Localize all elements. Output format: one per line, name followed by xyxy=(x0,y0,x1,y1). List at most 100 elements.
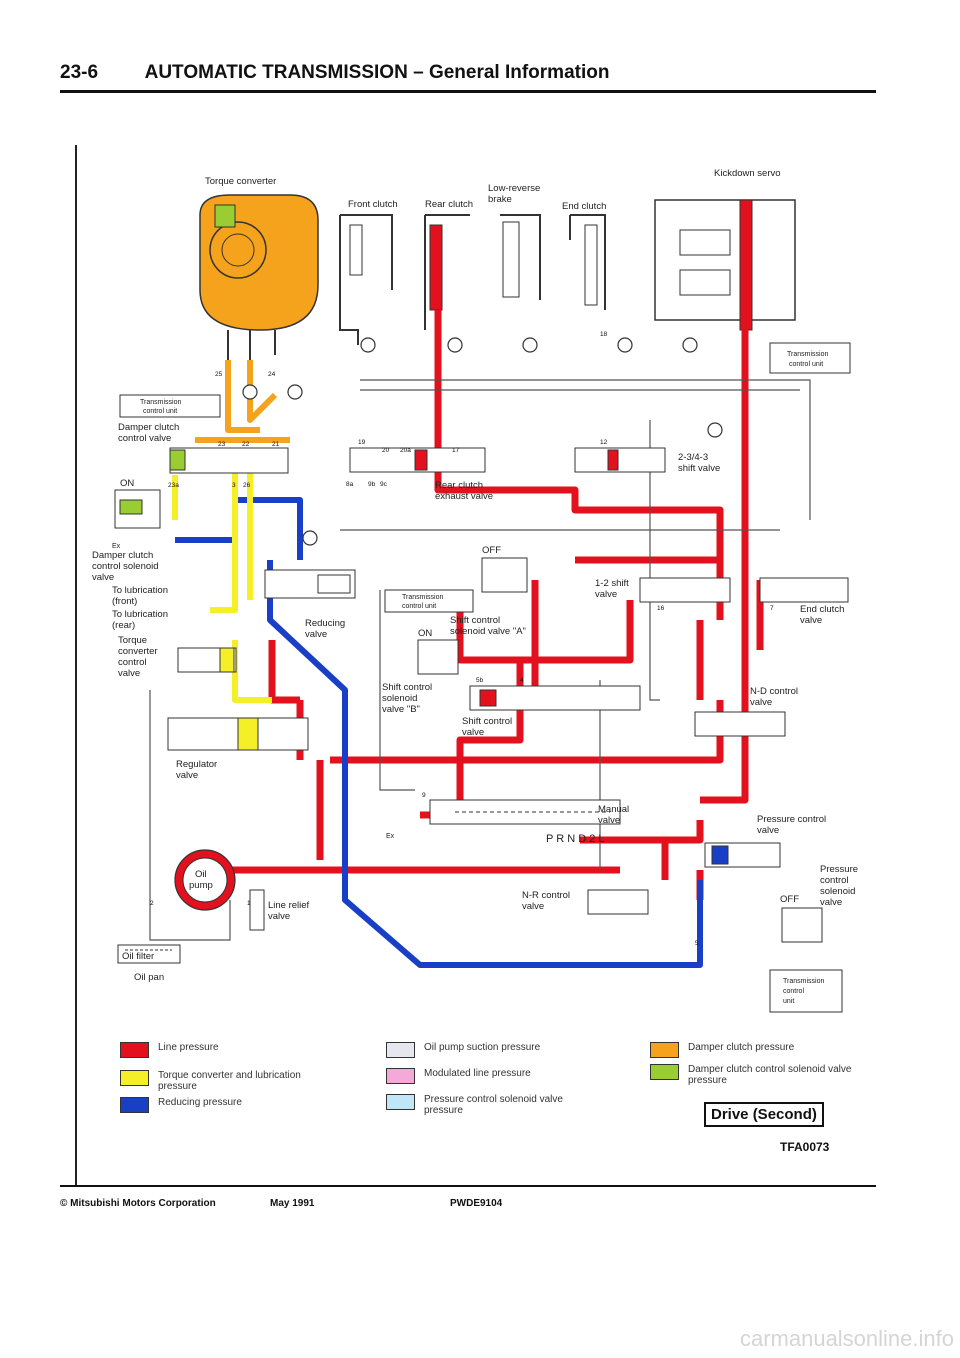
label-front-clutch: Front clutch xyxy=(348,199,398,210)
label-tcu-shift-2: control unit xyxy=(402,603,436,610)
rear-clutch xyxy=(424,214,470,330)
label-tc-valve: Torque xyxy=(118,635,147,646)
label-solenoid-b: Shift control xyxy=(382,682,432,693)
oil-filter xyxy=(117,944,181,964)
n-d-control-valve xyxy=(694,711,786,737)
shift-control-solenoid-a xyxy=(481,557,528,593)
legend-swatch xyxy=(386,1094,415,1110)
label-low-reverse-brake-2: brake xyxy=(488,194,512,205)
suction-outline-channels xyxy=(149,379,811,941)
legend-swatch xyxy=(386,1068,415,1084)
legend-text: Reducing pressure xyxy=(158,1097,242,1108)
label-kickdown-servo: Kickdown servo xyxy=(714,168,781,179)
page-header: 23-6 AUTOMATIC TRANSMISSION – General In… xyxy=(60,62,609,84)
port-number-4: 4 xyxy=(520,677,524,684)
label-lub-rear-2: (rear) xyxy=(112,620,135,631)
label-rear-clutch: Rear clutch xyxy=(425,199,473,210)
port-number-8a: 8a xyxy=(346,481,354,488)
label-tc-valve-4: valve xyxy=(118,668,140,679)
label-lub-front-2: (front) xyxy=(112,596,137,607)
pressure-control-valve xyxy=(704,842,781,868)
label-shift-1-2-2: valve xyxy=(595,589,617,600)
label-oil-filter: Oil filter xyxy=(122,951,154,962)
port-number-18: 18 xyxy=(600,331,608,338)
legend-text: Torque converter and lubrication pressur… xyxy=(158,1070,301,1092)
label-damper-solenoid: Damper clutch xyxy=(92,550,153,561)
port-number-20a: 20a xyxy=(400,447,411,454)
label-end-clutch-valve: End clutch xyxy=(800,604,844,615)
label-manual-valve-2: valve xyxy=(598,815,620,826)
port-number-9c: 9c xyxy=(380,481,388,488)
label-solenoid-b-3: valve "B" xyxy=(382,704,420,715)
label-reducing-valve-2: valve xyxy=(305,629,327,640)
label-end-clutch-valve-2: valve xyxy=(800,615,822,626)
label-n-r-control: N-R control xyxy=(522,890,570,901)
label-solenoid-a: Shift control xyxy=(450,615,500,626)
label-regulator: Regulator xyxy=(176,759,217,770)
label-lub-front: To lubrication xyxy=(112,585,168,596)
label-solenoid-a-2: solenoid valve "A" xyxy=(450,626,526,637)
label-on-shift: ON xyxy=(418,628,432,639)
label-tcu-servo-2: control unit xyxy=(789,361,823,368)
pressure-control-solenoid xyxy=(781,907,823,943)
tcu-box-shift xyxy=(384,589,474,613)
damper-clutch-circuit xyxy=(195,360,290,443)
figure-code: TFA0073 xyxy=(780,1140,830,1154)
damper-clutch-solenoid xyxy=(114,489,161,529)
port-number-5b: 5b xyxy=(476,677,484,684)
label-damper-clutch-valve: Damper clutch xyxy=(118,422,179,433)
port-number-23: 23 xyxy=(218,441,226,448)
torque-converter xyxy=(199,194,319,360)
legend-text: Modulated line pressure xyxy=(424,1068,531,1079)
port-number-16: 16 xyxy=(657,605,665,612)
title-separator: – xyxy=(413,62,424,83)
label-pcs: Pressure xyxy=(820,864,858,875)
label-tcu-pressure: Transmission xyxy=(783,978,824,985)
footer-date: May 1991 xyxy=(270,1198,315,1209)
port-number-9: 9 xyxy=(422,792,426,799)
label-tcu-pressure-2: control xyxy=(783,988,804,995)
label-tcu-damper-2: control unit xyxy=(143,408,177,415)
tcu-box-damper xyxy=(119,394,221,418)
end-clutch-valve xyxy=(759,577,849,603)
label-off-shift: OFF xyxy=(482,545,501,556)
label-low-reverse-brake: Low-reverse xyxy=(488,183,540,194)
port-number-3: 3 xyxy=(232,482,236,489)
tcu-box-pressure xyxy=(769,969,843,1013)
label-on-damper: ON xyxy=(120,478,134,489)
regulator-valve xyxy=(167,717,309,751)
tcu-box-servo xyxy=(769,342,851,374)
torque-converter-control-valve xyxy=(177,647,237,673)
label-pressure-control-valve: Pressure control xyxy=(757,814,826,825)
oil-pump xyxy=(174,849,236,911)
legend-swatch xyxy=(650,1064,679,1080)
legend-swatch xyxy=(650,1042,679,1058)
shift-valve-1-2 xyxy=(639,577,731,603)
port-number-9b: 9b xyxy=(368,481,376,488)
drive-range-label: Drive (Second) xyxy=(704,1102,824,1127)
header-rule xyxy=(60,90,876,93)
label-off-pcs: OFF xyxy=(780,894,799,905)
port-number-20: 20 xyxy=(382,447,390,454)
port-number-25: 25 xyxy=(215,371,223,378)
label-end-clutch: End clutch xyxy=(562,201,606,212)
footer-rule xyxy=(60,1185,876,1187)
label-damper-clutch-valve-2: control valve xyxy=(118,433,171,444)
label-damper-solenoid-3: valve xyxy=(92,572,114,583)
port-number-23a: 23a xyxy=(168,482,179,489)
footer-copyright: © Mitsubishi Motors Corporation xyxy=(60,1198,216,1209)
legend-swatch xyxy=(120,1070,149,1086)
page-number: 23-6 xyxy=(60,62,99,83)
label-tc-valve-2: converter xyxy=(118,646,158,657)
watermark: carmanualsonline.info xyxy=(739,1326,954,1351)
shift-control-solenoid-b xyxy=(417,639,459,675)
label-shift-control-valve-2: valve xyxy=(462,727,484,738)
label-prnd2l: P R N D 2 L xyxy=(546,833,605,845)
shift-control-valve xyxy=(469,685,641,711)
label-tcu-damper: Transmission xyxy=(140,399,181,406)
legend-swatch xyxy=(120,1097,149,1113)
label-rear-exhaust: Rear clutch xyxy=(435,480,483,491)
label-line-relief-2: valve xyxy=(268,911,290,922)
end-clutch xyxy=(569,214,606,310)
